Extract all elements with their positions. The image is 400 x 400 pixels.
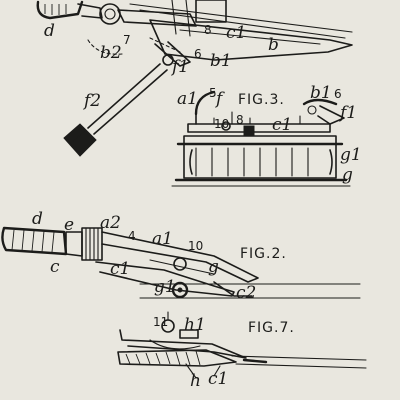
fig2-handle-d bbox=[1, 226, 68, 256]
label-6-top: 6 bbox=[194, 47, 202, 61]
ferrule bbox=[77, 3, 103, 19]
fig7-line-1 bbox=[231, 355, 367, 361]
fig2-wheel bbox=[171, 281, 189, 299]
clamp-block bbox=[195, 0, 227, 23]
label-e: e bbox=[64, 215, 74, 235]
dashed-guide bbox=[149, 37, 181, 53]
fig2-collar bbox=[81, 227, 103, 261]
fig3-title: FIG.3. bbox=[238, 92, 285, 108]
claw-pivot bbox=[307, 105, 317, 115]
label-a2: a2 bbox=[100, 213, 121, 233]
upper-blade-line bbox=[129, 3, 353, 33]
label-g1-fig3: g1 bbox=[340, 145, 362, 165]
right-claw-top bbox=[302, 98, 338, 106]
fig7-clip bbox=[179, 329, 199, 339]
fig2-upper-blade bbox=[101, 231, 259, 283]
label-c1-fig2: c1 bbox=[110, 259, 130, 279]
handle-d-hatch bbox=[44, 4, 67, 15]
label-g-fig2: g bbox=[208, 257, 219, 277]
label-c2: c2 bbox=[236, 283, 256, 303]
label-f1-fig3: f1 bbox=[338, 103, 357, 123]
label-8-top: 8 bbox=[204, 23, 212, 37]
fig3-drawing: FIG.3. a1 5 f b1 6 f1 10 8 c1 g1 g bbox=[171, 83, 362, 187]
fig7-body bbox=[117, 349, 237, 367]
rod-knob bbox=[63, 123, 97, 157]
label-d-top: d bbox=[44, 21, 55, 41]
label-f1-top: f1 bbox=[170, 57, 189, 77]
label-11: 11 bbox=[153, 315, 168, 329]
fig3-top-plate bbox=[187, 123, 331, 133]
fig2-ferrule-e bbox=[65, 231, 83, 257]
label-c1-fig7: c1 bbox=[208, 369, 228, 389]
label-g-fig3: g bbox=[342, 165, 353, 185]
fig2-lower-blade bbox=[95, 261, 235, 297]
fig7-tip bbox=[242, 358, 268, 364]
label-h: h bbox=[190, 371, 201, 391]
fig3-center-block bbox=[243, 125, 255, 137]
label-10-fig2: 10 bbox=[188, 239, 203, 253]
label-b1-top: b1 bbox=[210, 51, 232, 71]
fig3-posts bbox=[213, 111, 301, 125]
rod-f2-lower bbox=[93, 69, 168, 135]
bracket-posts bbox=[171, 0, 191, 37]
label-4: 4 bbox=[128, 229, 136, 243]
fig2-drawing: FIG.2. d e a2 4 a1 10 c c1 g g1 c2 bbox=[1, 209, 361, 303]
blade-edge bbox=[179, 29, 321, 45]
fig2-wheel-hub bbox=[177, 287, 183, 293]
label-b2: b2 bbox=[100, 43, 122, 63]
fig7-line-2 bbox=[235, 363, 367, 369]
fig2-pivot-10 bbox=[173, 257, 187, 271]
label-g1-fig2: g1 bbox=[154, 277, 176, 297]
gear-wheel bbox=[99, 3, 121, 25]
blade-b bbox=[149, 19, 353, 61]
label-b1-fig3: b1 bbox=[310, 83, 332, 103]
label-c1-top: c1 bbox=[226, 23, 246, 43]
label-d-fig2: d bbox=[32, 209, 43, 229]
fig7-title: FIG.7. bbox=[248, 320, 295, 336]
label-5: 5 bbox=[209, 86, 217, 100]
handle-d bbox=[36, 0, 84, 20]
fig2-tip bbox=[213, 281, 253, 297]
left-hook bbox=[194, 90, 216, 116]
fig2-title: FIG.2. bbox=[240, 246, 287, 262]
lever-arm bbox=[117, 9, 197, 27]
fig3-screw bbox=[221, 121, 231, 131]
label-h1: h1 bbox=[184, 315, 206, 335]
top-clipper-drawing: d b2 7 8 c1 b f1 6 b1 f2 bbox=[36, 0, 353, 157]
fig2-collar-ribs bbox=[85, 227, 99, 261]
label-10-fig3: 10 bbox=[214, 117, 229, 131]
fig7-upper-arm bbox=[119, 329, 247, 359]
label-7: 7 bbox=[123, 33, 131, 47]
right-claw-jaw bbox=[317, 105, 345, 125]
fig3-comb-teeth bbox=[195, 147, 309, 177]
fig7-body-hatch bbox=[125, 350, 201, 366]
fig2-handle-hatch bbox=[11, 229, 55, 253]
fig3-housing bbox=[183, 135, 337, 179]
label-c1-fig3: c1 bbox=[272, 115, 292, 135]
label-6-fig3: 6 bbox=[334, 87, 342, 101]
fig7-leader-lines bbox=[185, 363, 221, 379]
label-a1-fig2: a1 bbox=[152, 229, 173, 249]
rod-knob-highlight bbox=[71, 129, 87, 143]
gear-hub bbox=[104, 8, 116, 20]
fig3-side-caps bbox=[189, 149, 333, 175]
fig7-inner-curve bbox=[149, 339, 201, 350]
pivot-link bbox=[154, 41, 191, 67]
fig7-drawing: FIG.7. 11 h1 h c1 bbox=[117, 311, 367, 391]
rod-f2-upper bbox=[87, 63, 161, 129]
dashed-arc bbox=[87, 39, 123, 55]
label-f2: f2 bbox=[82, 91, 101, 111]
label-8-fig3: 8 bbox=[236, 113, 244, 127]
label-f: f bbox=[214, 89, 225, 109]
label-b: b bbox=[268, 35, 279, 55]
label-a1-fig3: a1 bbox=[177, 89, 198, 109]
label-c: c bbox=[50, 257, 60, 277]
fig2-guard bbox=[149, 259, 215, 275]
